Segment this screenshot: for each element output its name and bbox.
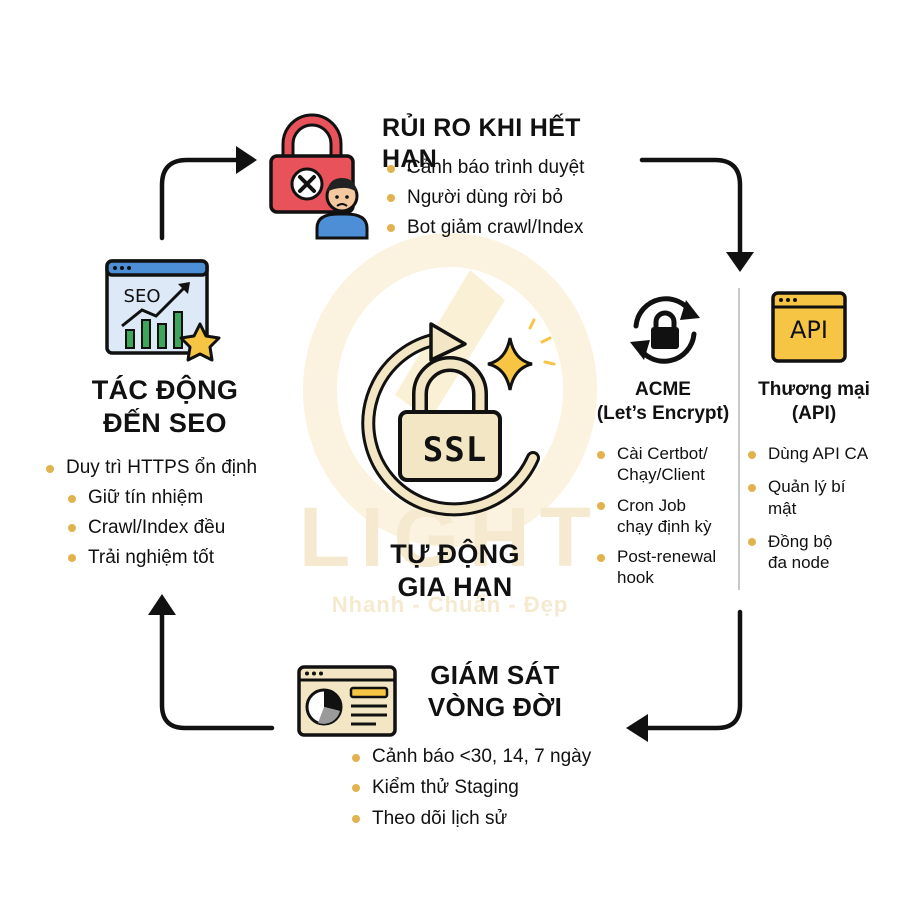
seo-title-line2: ĐẾN SEO	[103, 407, 227, 438]
commercial-title-line1: Thương mại	[758, 379, 870, 400]
center-title-line1: TỰ ĐỘNG	[390, 539, 520, 569]
monitor-list: Cảnh báo <30, 14, 7 ngày Kiểm thử Stagin…	[350, 745, 591, 830]
list-item: Cron Job chạy định kỳ	[595, 495, 745, 538]
list-item: Dùng API CA	[746, 443, 886, 464]
arrow-renewal-to-monitor	[642, 609, 743, 731]
list-item: Đồng bộ đa node	[746, 531, 886, 574]
commercial-title-line2: (API)	[791, 402, 837, 424]
monitor-title-line1: GIÁM SÁT	[430, 660, 560, 690]
list-item: Trải nghiệm tốt	[66, 546, 225, 570]
acme-title-line1: ACME	[635, 379, 691, 400]
acme-list: Cài Certbot/ Chạy/Client Cron Job chạy đ…	[595, 443, 745, 589]
list-item: Bot giảm crawl/Index	[385, 216, 584, 240]
monitor-title-line2: VÒNG ĐỜI	[427, 691, 563, 722]
list-item: Crawl/Index đều	[66, 516, 225, 540]
watermark-tagline: Nhanh - Chuẩn - Đẹp	[331, 592, 569, 617]
seo-icon-label: SEO	[123, 286, 161, 307]
seo-main-list: Duy trì HTTPS ổn định	[44, 456, 257, 480]
list-item: Duy trì HTTPS ổn định	[44, 456, 257, 480]
list-item: Cảnh báo trình duyệt	[385, 156, 584, 180]
commercial-title: Thương mại (API)	[744, 378, 884, 426]
monitor-title: GIÁM SÁT VÒNG ĐỜI	[410, 660, 580, 723]
seo-chart-icon	[105, 259, 221, 362]
list-item: Theo dõi lịch sử	[350, 807, 591, 831]
acme-title-line2: (Let’s Encrypt)	[596, 402, 730, 424]
ssl-lock-label: SSL	[422, 430, 488, 470]
arrow-risk-to-renewal	[639, 157, 743, 258]
api-icon-label: API	[790, 316, 828, 344]
risk-title: RỦI RO KHI HẾT HẠN	[382, 114, 581, 173]
dashboard-icon	[297, 665, 397, 737]
padlock-error-icon	[269, 113, 369, 240]
list-item: Cài Certbot/ Chạy/Client	[595, 443, 745, 486]
refresh-lock-icon	[630, 296, 700, 364]
list-item: Kiểm thử Staging	[350, 776, 591, 800]
seo-title-line1: TÁC ĐỘNG	[91, 375, 239, 405]
api-window-icon	[771, 291, 847, 363]
seo-sub-list: Giữ tín nhiệm Crawl/Index đều Trải nghiệ…	[66, 486, 225, 569]
list-item: Người dùng rời bỏ	[385, 186, 584, 210]
acme-title: ACME (Let’s Encrypt)	[588, 378, 738, 426]
list-item: Giữ tín nhiệm	[66, 486, 225, 510]
commercial-list: Dùng API CA Quản lý bí mật Đồng bộ đa no…	[746, 443, 886, 573]
seo-title: TÁC ĐỘNG ĐẾN SEO	[60, 374, 270, 440]
list-item: Cảnh báo <30, 14, 7 ngày	[350, 745, 591, 769]
center-title: TỰ ĐỘNG GIA HẠN	[355, 538, 555, 604]
risk-list: Cảnh báo trình duyệt Người dùng rời bỏ B…	[385, 156, 584, 239]
arrow-monitor-to-seo	[159, 609, 275, 731]
arrow-seo-to-risk	[159, 157, 241, 241]
list-item: Quản lý bí mật	[746, 476, 886, 519]
center-title-line2: GIA HẠN	[397, 571, 513, 602]
ssl-lock-icon	[361, 318, 556, 517]
list-item: Post-renewal hook	[595, 546, 745, 589]
